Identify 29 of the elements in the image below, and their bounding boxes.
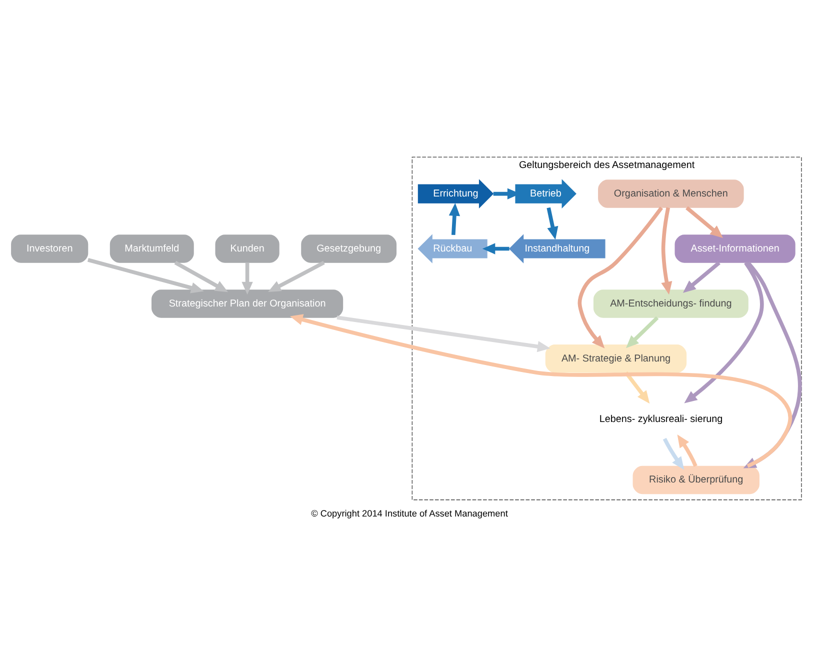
- caption: © Copyright 2014 Institute of Asset Management: [311, 508, 508, 518]
- arrow: [174, 260, 228, 292]
- node-box: Asset-Informationen: [674, 234, 796, 262]
- arrow: [87, 258, 204, 293]
- node-box: Gesetzgebung: [301, 234, 397, 262]
- node-box: AM-Entscheidungs- findung: [593, 289, 748, 318]
- arrow: [682, 260, 720, 292]
- arrow: [661, 206, 672, 294]
- arrow: [268, 260, 325, 292]
- arrow: [482, 242, 510, 254]
- arrow: [624, 370, 650, 404]
- arrow: [662, 437, 684, 470]
- node-box: Investoren: [11, 234, 88, 262]
- node-box: Kunden: [215, 234, 280, 262]
- arrow: [448, 202, 460, 235]
- node-box: Strategischer Plan der Organisation: [152, 289, 344, 318]
- arrow: [242, 262, 253, 294]
- arrow: [677, 434, 698, 466]
- node-box: Organisation & Menschen: [598, 179, 744, 208]
- arrow: [686, 206, 724, 238]
- arrow: [684, 261, 764, 403]
- node-box: Marktumfeld: [110, 234, 194, 262]
- arrow: [626, 316, 659, 348]
- node-box: AM- Strategie & Planung: [545, 344, 687, 372]
- arrow: [578, 206, 664, 348]
- arrow: [336, 315, 550, 352]
- node-text: Lebens- zyklusreali- sierung: [599, 413, 723, 424]
- node-box: Risiko & Überprüfung: [632, 465, 760, 494]
- arrow: [546, 206, 558, 240]
